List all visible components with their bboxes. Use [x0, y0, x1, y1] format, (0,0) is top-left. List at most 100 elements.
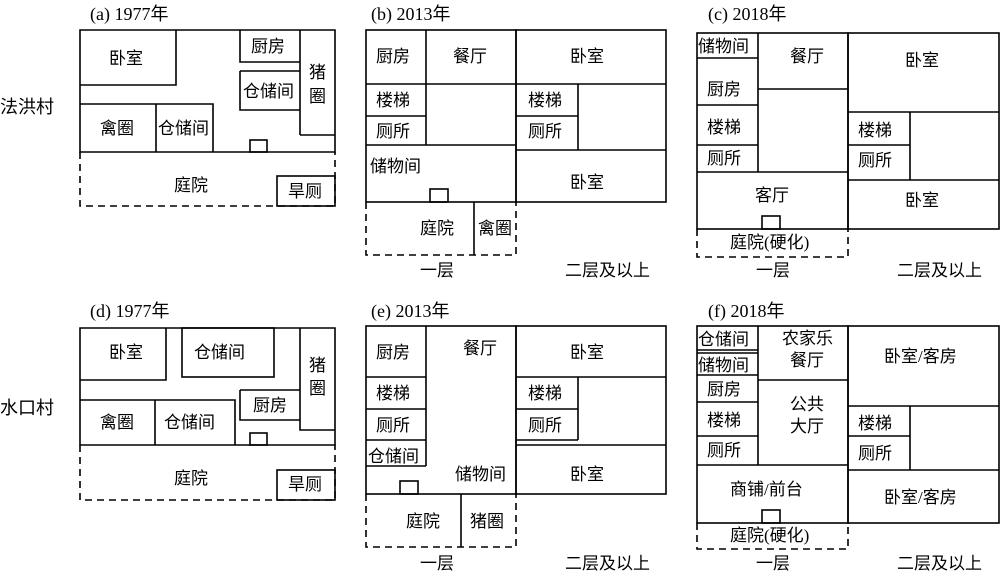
panel-e-floor2-walls: [516, 376, 666, 446]
panel-f-floor1-walls: [697, 326, 848, 466]
panel-e-door-icon: [399, 480, 419, 495]
panel-d: (d) 1977年 卧室 仓储间 猪 圈 禽圈 仓储间 厨房 庭院 旱厕: [79, 301, 336, 501]
panel-f-room-guestroom: 卧室/客房: [884, 347, 957, 366]
panel-d-room-pig-1: 猪: [309, 356, 326, 375]
panel-e-room-stairs: 楼梯: [376, 384, 410, 403]
panel-a-room-poultry: 禽圈: [100, 119, 134, 138]
panel-a-pen-storage-walls: [80, 103, 214, 152]
panel-c-room-dining: 餐厅: [790, 47, 824, 66]
panel-d-pen-storage-walls: [80, 399, 236, 445]
panel-d-room-yard: 庭院: [174, 469, 208, 488]
row-label-fahong: 法洪村: [0, 97, 54, 117]
panel-d-storage-top: [181, 327, 275, 378]
panel-d-room-poultry: 禽圈: [100, 413, 134, 432]
panel-e-room-yard: 庭院: [406, 512, 440, 531]
panel-e-room-pigpen: 猪圈: [470, 512, 504, 531]
panel-a-door-icon: [249, 139, 268, 153]
panel-f-room-stairs: 楼梯: [707, 411, 741, 430]
panel-b-floor-label-1: 一层: [420, 261, 454, 280]
panel-e-room-toilet: 厕所: [376, 416, 410, 435]
panel-a-room-pig-2: 圈: [309, 87, 326, 106]
panel-d-dry-toilet-box: [276, 469, 336, 501]
panel-e-room-kitchen: 厨房: [376, 343, 410, 362]
panel-d-door-icon: [249, 432, 268, 446]
panel-d-bedroom-wall: [80, 328, 167, 381]
panel-b-yard-outline: [365, 202, 517, 256]
panel-c-room-yard: 庭院(硬化): [730, 233, 809, 252]
panel-f-room-stairs-2f: 楼梯: [858, 414, 892, 433]
panel-c-room-kitchen: 厨房: [707, 80, 741, 99]
panel-c-floor-label-2: 二层及以上: [897, 261, 982, 280]
panel-b-room-bedroom-2f: 卧室: [570, 173, 604, 192]
panel-e-room-dining: 餐厅: [463, 339, 497, 358]
panel-e-room-bedroom-2f: 卧室: [570, 465, 604, 484]
panel-f-room-hall-1: 公共: [790, 395, 824, 414]
panel-a-dry-toilet-box: [276, 175, 336, 207]
panel-f-room-storage-1: 仓储间: [698, 330, 749, 349]
panel-a-room-pig-1: 猪: [309, 63, 326, 82]
panel-c-room-stairs: 楼梯: [707, 118, 741, 137]
panel-c-door-icon: [761, 215, 781, 230]
panel-d-right-walls: [239, 328, 335, 431]
panel-e-floor2-outline: [515, 325, 667, 495]
panel-e-floor1-walls: [366, 326, 427, 467]
panel-a-room-yard: 庭院: [174, 176, 208, 195]
panel-b-floor-label-2: 二层及以上: [565, 261, 650, 280]
panel-a-room-dry-toilet: 旱厕: [288, 182, 322, 201]
panel-f-floor2-walls: [848, 405, 999, 471]
panel-e-room-stairs-2f: 楼梯: [528, 384, 562, 403]
panel-e-floor-label-2: 二层及以上: [565, 554, 650, 573]
panel-c-floor2-outline: [847, 32, 1000, 230]
panel-e-room-storeroom: 储物间: [455, 465, 506, 484]
panel-e-room-bedroom: 卧室: [570, 343, 604, 362]
panel-c: (c) 2018年 储物间 餐厅 卧室 厨房 楼梯 厕所 客厅 庭院(硬化) 楼…: [696, 4, 1000, 280]
panel-c-room-bedroom: 卧室: [905, 51, 939, 70]
panel-f-floor2-outline: [847, 325, 1000, 524]
panel-b-room-bedroom: 卧室: [570, 47, 604, 66]
panel-f-room-kitchen: 厨房: [707, 380, 741, 399]
panel-a-bedroom-wall: [80, 30, 177, 86]
panel-c-room-stairs-2f: 楼梯: [858, 121, 892, 140]
panel-a-room-storage: 仓储间: [158, 119, 209, 138]
panel-f-room-hall-2: 大厅: [790, 417, 824, 436]
panel-c-title: (c) 2018年: [708, 4, 786, 25]
panel-c-room-storage: 储物间: [698, 37, 749, 56]
row-label-shuikou: 水口村: [0, 398, 54, 418]
panel-e-floor-label-1: 一层: [420, 554, 454, 573]
panel-c-floor2-walls: [848, 111, 999, 181]
panel-b-floor2-walls: [516, 83, 666, 151]
panel-b-room-stairs: 楼梯: [376, 91, 410, 110]
panel-b-room-kitchen: 厨房: [376, 47, 410, 66]
panel-f-title: (f) 2018年: [708, 301, 784, 322]
panel-d-room-storage: 仓储间: [164, 413, 215, 432]
panel-f-room-shop: 商铺/前台: [730, 480, 803, 499]
panel-b-title: (b) 2013年: [371, 4, 451, 25]
panel-c-room-toilet-2f: 厕所: [858, 151, 892, 170]
panel-f-room-toilet: 厕所: [707, 441, 741, 460]
panel-f-room-toilet-2f: 厕所: [858, 444, 892, 463]
panel-d-room-pig-2: 圈: [309, 379, 326, 398]
panel-f-room-farmstay: 农家乐: [782, 329, 833, 348]
panel-f-floor-label-1: 一层: [756, 554, 790, 573]
panel-f-room-dining: 餐厅: [790, 351, 824, 370]
panel-b: (b) 2013年 厨房 餐厅 卧室 楼梯 厕所 储物间 庭院 禽圈 楼梯 厕所…: [365, 4, 667, 280]
panel-f-floor-label-2: 二层及以上: [897, 554, 982, 573]
panel-d-room-dry-toilet: 旱厕: [288, 475, 322, 494]
panel-f-yard-outline: [696, 523, 849, 550]
panel-f-room-yard: 庭院(硬化): [730, 526, 809, 545]
panel-d-room-storage-top: 仓储间: [194, 343, 245, 362]
panel-b-floor1-walls: [366, 30, 516, 146]
panel-b-room-storage: 储物间: [370, 157, 421, 176]
panel-a: (a) 1977年 卧室 厨房 仓储间 猪 圈 禽圈 仓储间 庭院 旱厕: [79, 4, 336, 207]
panel-f-room-guestroom-2f: 卧室/客房: [884, 488, 957, 507]
panel-b-door-icon: [429, 188, 449, 203]
panel-b-room-dining: 餐厅: [453, 47, 487, 66]
panel-d-title: (d) 1977年: [90, 301, 170, 322]
panel-b-room-toilet: 厕所: [376, 122, 410, 141]
panel-e: (e) 2013年 厨房 餐厅 卧室 楼梯 厕所 仓储间 储物间 庭院 猪圈 楼…: [365, 301, 667, 573]
panel-b-room-poultry: 禽圈: [478, 219, 512, 238]
panel-a-room-kitchen: 厨房: [251, 37, 285, 56]
panel-d-room-bedroom: 卧室: [109, 343, 143, 362]
panel-c-floor1-walls: [697, 33, 848, 173]
panel-b-room-yard: 庭院: [420, 219, 454, 238]
